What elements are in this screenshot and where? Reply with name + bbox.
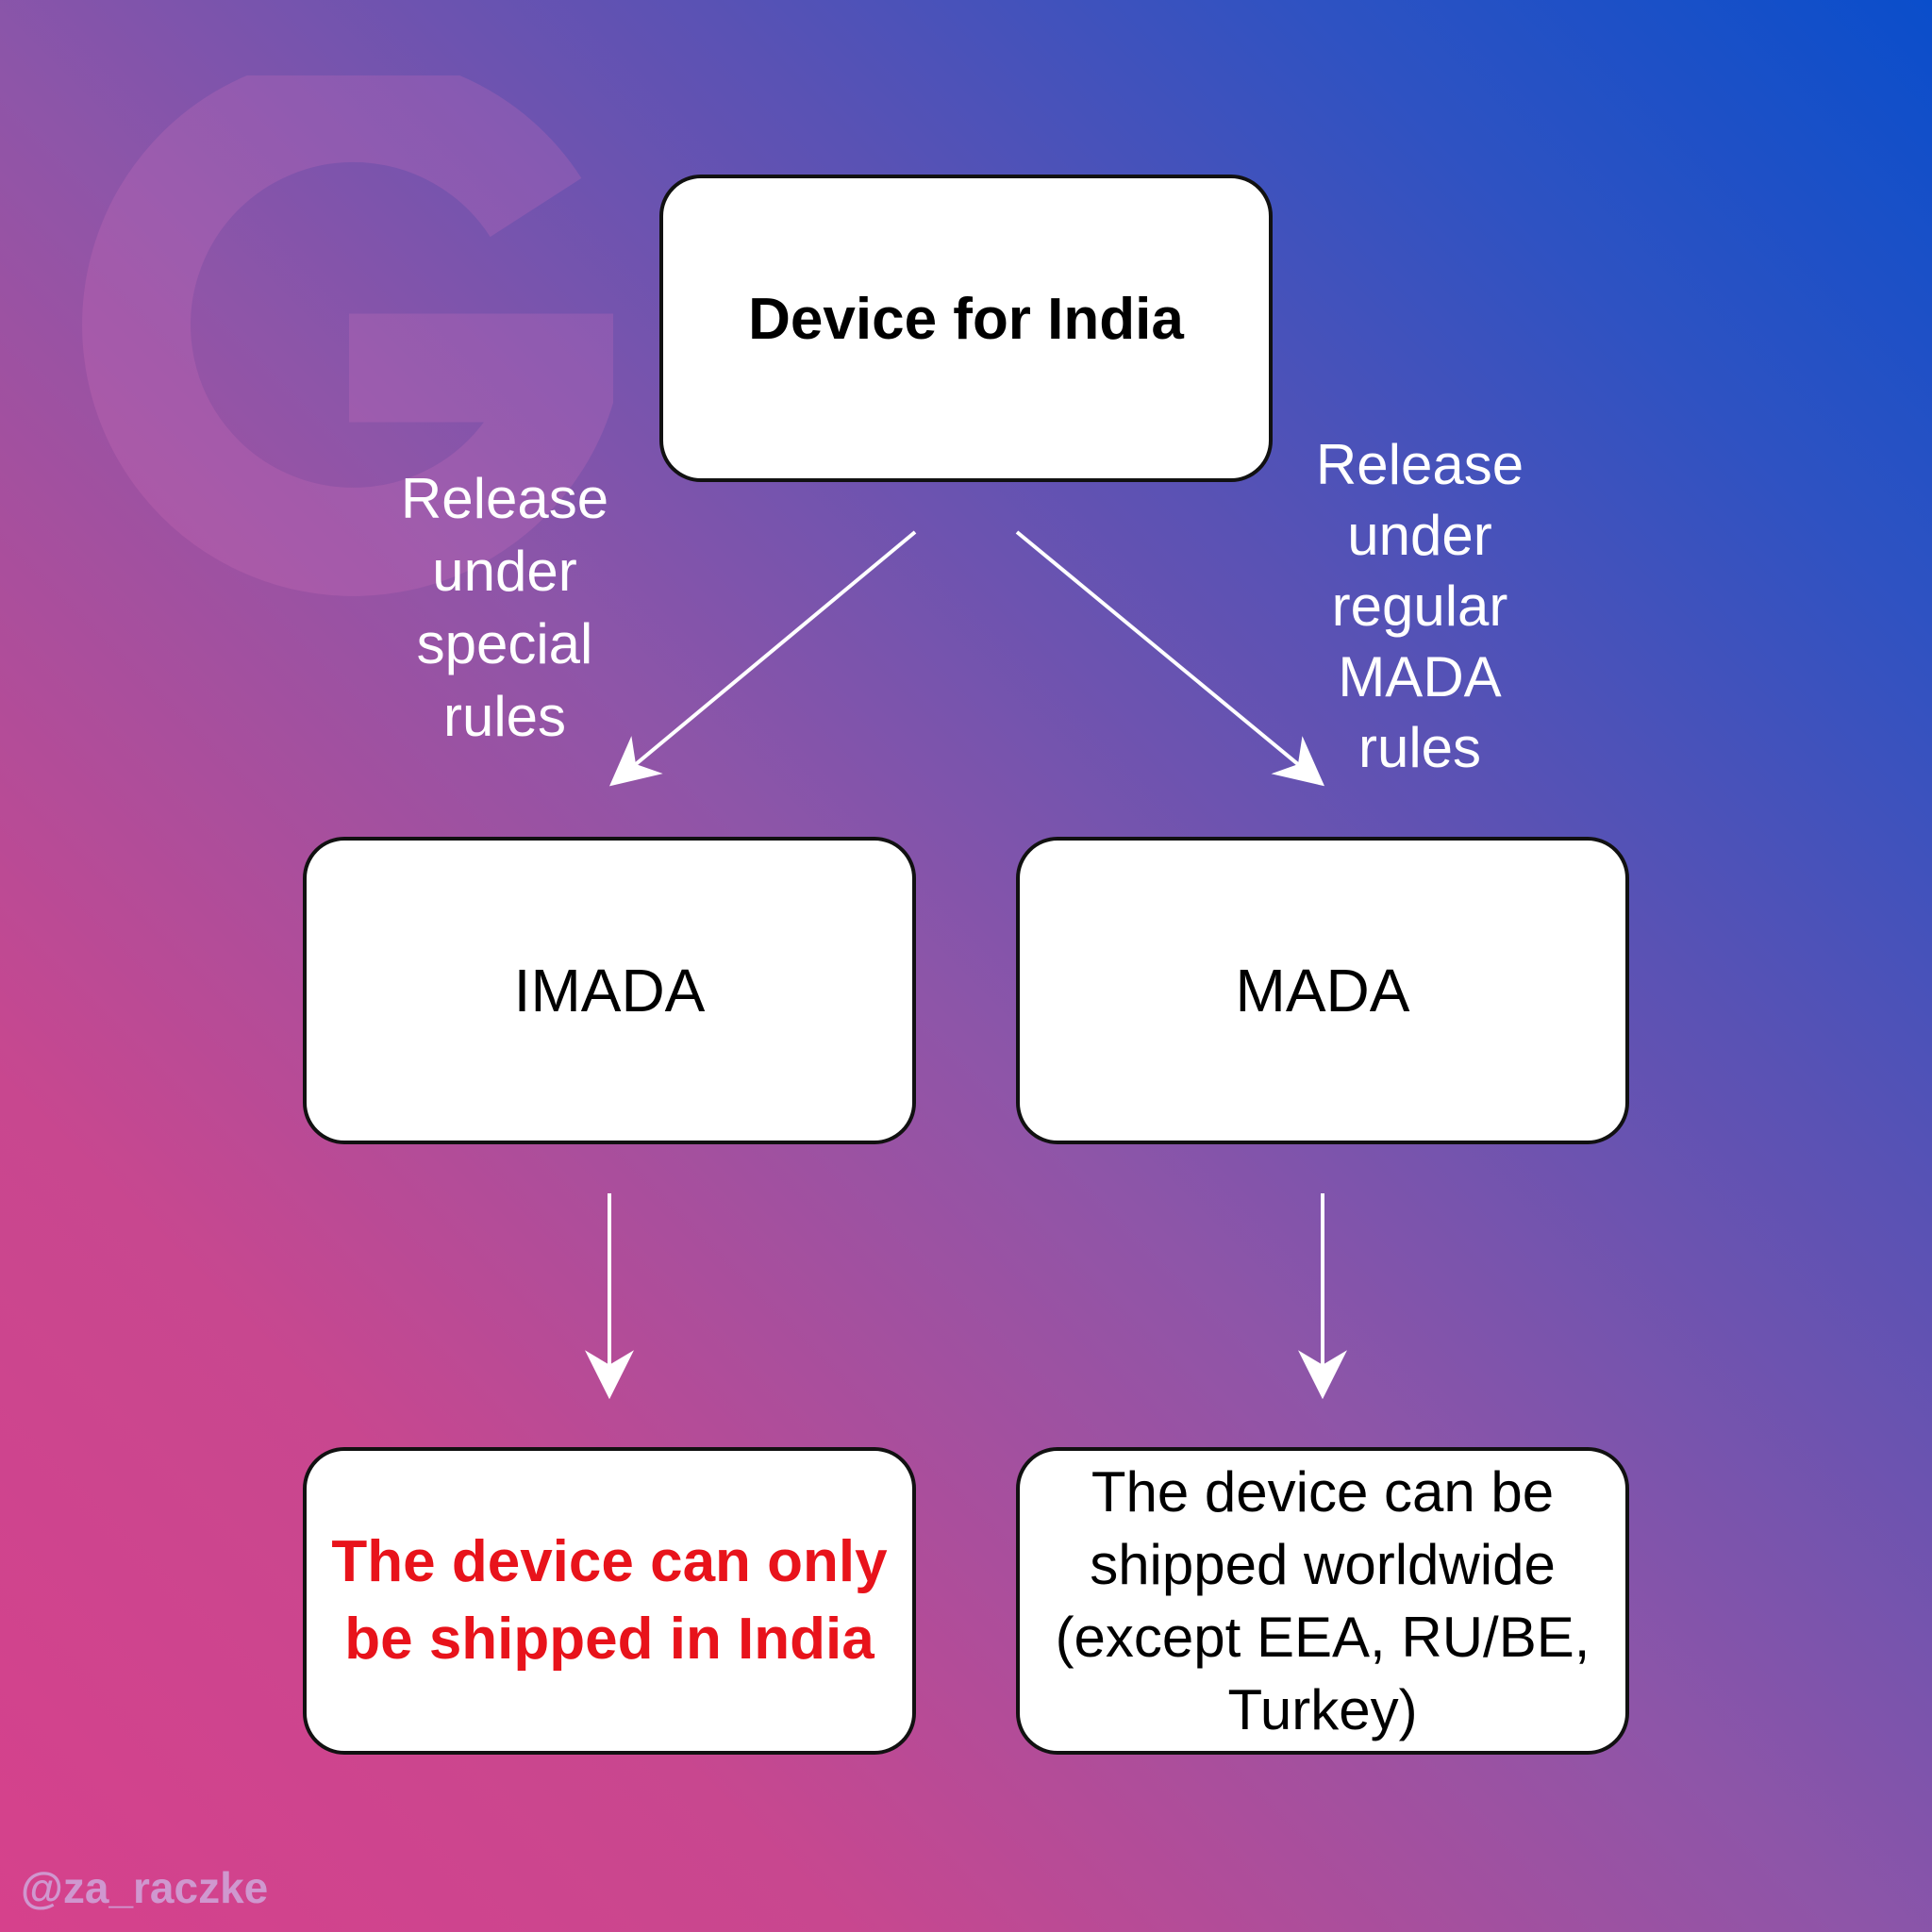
arrow-root-to-mada (1015, 530, 1325, 787)
author-credit: @za_raczke (21, 1863, 269, 1912)
node-mada-label: MADA (1235, 957, 1410, 1024)
node-india-only-label: The device can only be shipped in India (331, 1529, 888, 1672)
node-worldwide: The device can be shipped worldwide (exc… (1016, 1447, 1629, 1755)
google-g-watermark-icon (82, 75, 613, 596)
node-worldwide-label: The device can be shipped worldwide (exc… (1055, 1460, 1591, 1741)
edge-label-mada-rules: Release under regular MADA rules (1315, 433, 1524, 779)
node-imada: IMADA (303, 837, 916, 1144)
node-imada-label: IMADA (513, 957, 706, 1024)
node-india-only: The device can only be shipped in India (303, 1447, 916, 1755)
node-mada: MADA (1016, 837, 1629, 1144)
node-device-for-india-label: Device for India (748, 286, 1184, 352)
arrow-root-to-imada (609, 530, 917, 787)
node-device-for-india: Device for India (659, 175, 1273, 482)
edge-label-special-rules: Release under special rules (400, 467, 609, 748)
